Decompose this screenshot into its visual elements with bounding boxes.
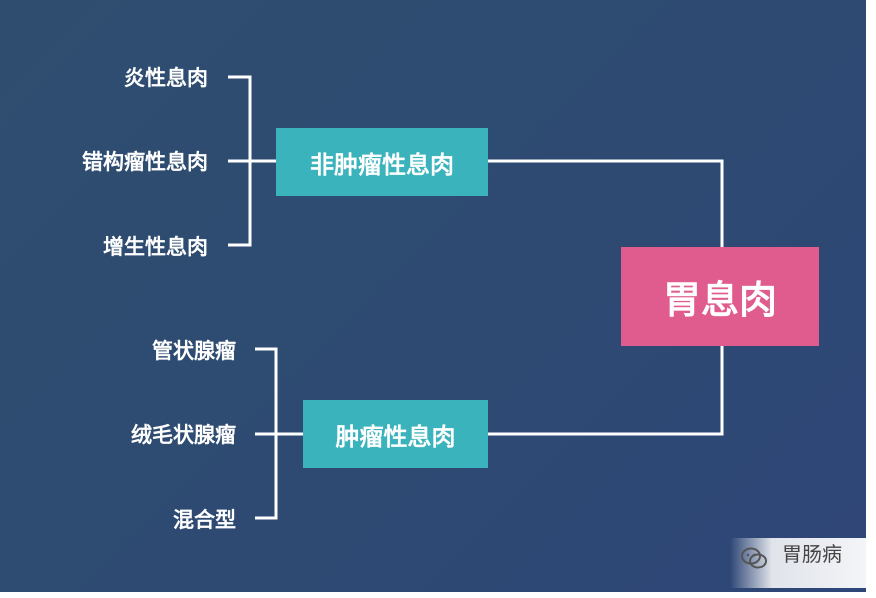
diagram-canvas: 炎性息肉 错构瘤性息肉 增生性息肉 管状腺瘤 绒毛状腺瘤 混合型 非肿瘤性息肉 … [0,0,866,592]
leaf-tubular-adenoma: 管状腺瘤 [152,339,236,363]
root-box-gastric-polyp: 胃息肉 [621,247,819,346]
watermark-text: 胃肠病 [782,542,842,566]
leaf-mixed-type: 混合型 [173,508,236,532]
leaf-hamartomatous-polyp: 错构瘤性息肉 [82,150,208,174]
wechat-icon [741,547,767,569]
connector-lines [0,0,866,592]
group-box-non-neoplastic: 非肿瘤性息肉 [276,128,488,196]
group-box-neoplastic: 肿瘤性息肉 [303,400,488,468]
leaf-villous-adenoma: 绒毛状腺瘤 [131,423,236,447]
upper-to-root-line [488,159,724,247]
leaf-inflammatory-polyp: 炎性息肉 [124,66,208,90]
leaf-hyperplastic-polyp: 增生性息肉 [103,235,208,259]
lower-to-root-line [488,346,724,436]
